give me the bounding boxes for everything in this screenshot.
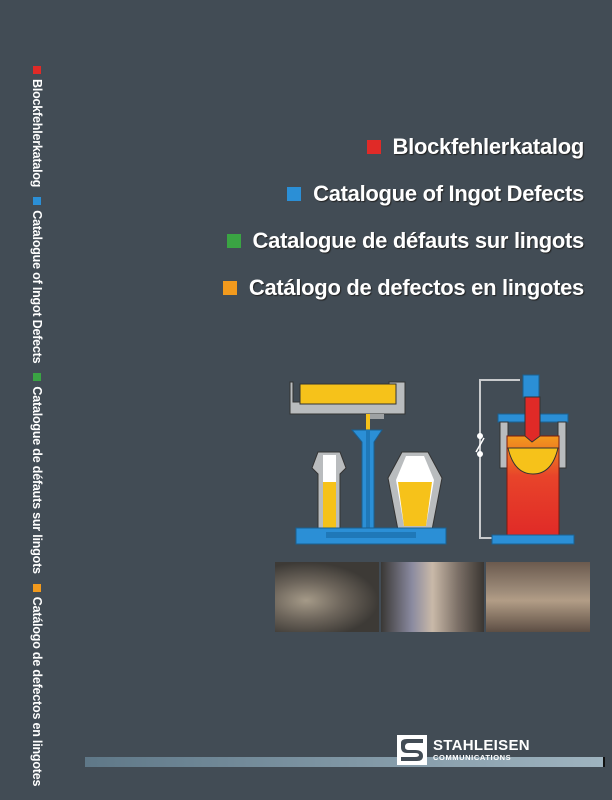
spine-title-text: Catalogue of Ingot Defects bbox=[30, 210, 44, 364]
spine-title-en: Catalogue of Ingot Defects bbox=[30, 197, 44, 363]
ingot-defect-photos bbox=[275, 562, 591, 632]
title-text: Blockfehlerkatalog bbox=[392, 134, 585, 159]
ingot-casting-diagram bbox=[289, 381, 447, 545]
ingot-defect-photo-3 bbox=[486, 562, 591, 632]
stahleisen-logo-icon bbox=[397, 735, 427, 765]
electroslag-remelting-diagram bbox=[475, 374, 575, 545]
ingot-diagrams bbox=[289, 374, 575, 545]
red-square-icon bbox=[366, 140, 381, 154]
title-en: Catalogue of Ingot Defects bbox=[287, 181, 584, 207]
spine-title-es: Catálogo de defectos en lingotes bbox=[30, 583, 44, 787]
title-text: Catalogue of Ingot Defects bbox=[313, 181, 584, 206]
spine-title-de: Blockfehlerkatalog bbox=[30, 66, 44, 187]
publisher-name: STAHLEISEN bbox=[433, 737, 530, 754]
cover-titles: Blockfehlerkatalog Catalogue of Ingot De… bbox=[222, 134, 585, 301]
red-square-icon bbox=[33, 66, 41, 74]
spine-title-text: Catalogue de défauts sur lingots bbox=[30, 386, 44, 574]
footer-bar bbox=[85, 757, 605, 767]
title-text: Catálogo de defectos en lingotes bbox=[248, 275, 584, 300]
ingot-defect-photo-2 bbox=[380, 562, 485, 632]
title-text: Catalogue de défauts sur lingots bbox=[252, 228, 585, 253]
title-fr: Catalogue de défauts sur lingots bbox=[226, 228, 585, 254]
blue-square-icon bbox=[33, 197, 41, 206]
publisher-sub: COMMUNICATIONS bbox=[433, 753, 512, 762]
orange-square-icon bbox=[33, 583, 41, 592]
spine-titles: Blockfehlerkatalog Catalogue of Ingot De… bbox=[28, 66, 46, 786]
ingot-defect-photo-1 bbox=[275, 562, 379, 632]
blue-square-icon bbox=[287, 187, 302, 201]
green-square-icon bbox=[33, 373, 41, 382]
orange-square-icon bbox=[222, 281, 237, 295]
title-de: Blockfehlerkatalog bbox=[366, 134, 585, 160]
publisher-logo: STAHLEISEN COMMUNICATIONS bbox=[397, 735, 530, 765]
spine-title-fr: Catalogue de défauts sur lingots bbox=[30, 373, 44, 574]
spine-title-text: Catálogo de defectos en lingotes bbox=[30, 596, 44, 787]
title-es: Catálogo de defectos en lingotes bbox=[222, 275, 584, 301]
spine-title-text: Blockfehlerkatalog bbox=[30, 79, 44, 188]
green-square-icon bbox=[226, 234, 241, 248]
publisher-name-block: STAHLEISEN COMMUNICATIONS bbox=[433, 738, 530, 762]
